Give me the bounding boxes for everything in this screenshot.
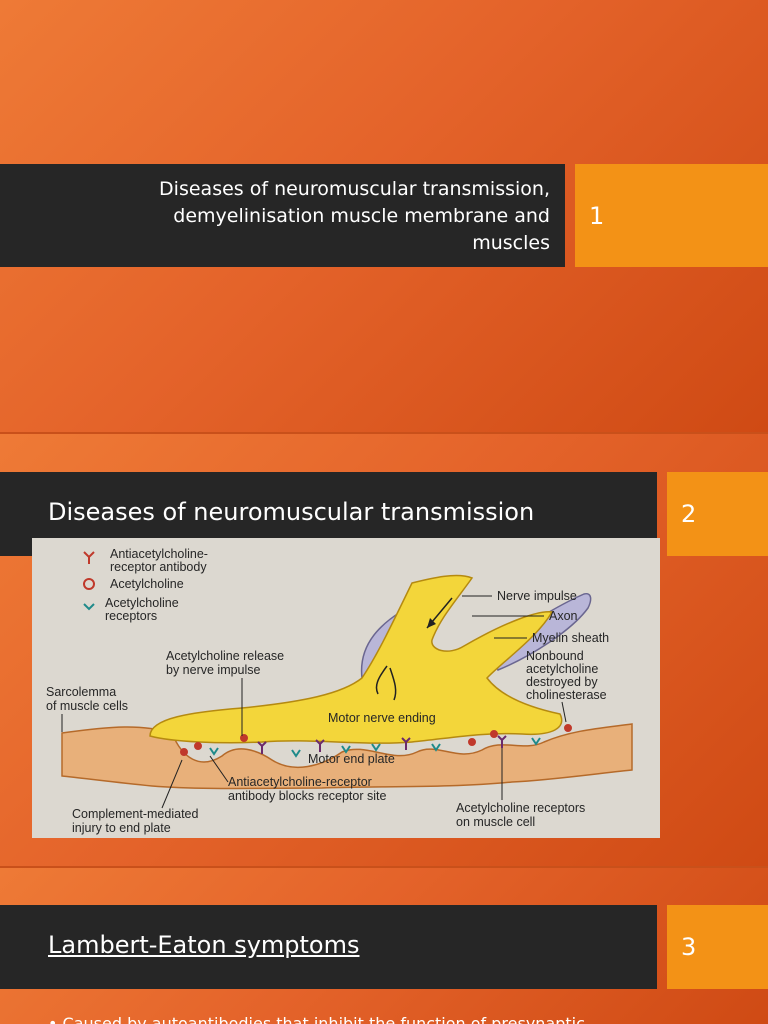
label-antibody-blocks-line-1: Antiacetylcholine-receptor xyxy=(228,775,372,789)
label-nerve-impulse: Nerve impulse xyxy=(497,589,577,603)
legend-receptor-line-2: receptors xyxy=(105,609,157,623)
slide-number: 2 xyxy=(667,472,768,556)
label-ach-receptors-line-1: Acetylcholine receptors xyxy=(456,801,585,815)
legend-acetylcholine: Acetylcholine xyxy=(110,577,184,591)
label-nonbound-line-1: Nonbound xyxy=(526,649,584,663)
label-myelin-sheath: Myelin sheath xyxy=(532,631,609,645)
label-motor-end-plate: Motor end plate xyxy=(308,752,395,766)
release-arrow-2 xyxy=(389,667,397,701)
label-sarcolemma-line-1: Sarcolemma xyxy=(46,685,116,699)
leader-antibody-blocks xyxy=(209,755,229,783)
label-release-line-1: Acetylcholine release xyxy=(166,649,284,663)
neuromuscular-junction-diagram: Antiacetylcholine- receptor antibody Ace… xyxy=(32,538,660,838)
slide-title-line-2: demyelinisation muscle membrane and xyxy=(173,205,550,227)
slide-title-line-3: muscles xyxy=(472,232,550,254)
release-arrow xyxy=(375,665,388,695)
label-motor-nerve-ending: Motor nerve ending xyxy=(328,711,436,725)
label-antibody-blocks-line-2: antibody blocks receptor site xyxy=(228,789,386,803)
label-complement-line-1: Complement-mediated xyxy=(72,807,198,821)
slide-title-line-1: Diseases of neuromuscular transmission, xyxy=(159,178,550,200)
legend-receptor-line-1: Acetylcholine xyxy=(105,596,179,610)
slide-title: Diseases of neuromuscular transmission xyxy=(48,498,535,526)
label-nonbound-line-3: destroyed by xyxy=(526,675,598,689)
label-axon: Axon xyxy=(549,609,578,623)
slide-number: 3 xyxy=(667,905,768,989)
slide-2-thumbnail[interactable]: Diseases of neuromuscular transmission 2 xyxy=(0,434,768,866)
slide-title: Diseases of neuromuscular transmission, … xyxy=(70,176,550,257)
bullet-text: • Caused by autoantibodies that inhibit … xyxy=(48,1014,585,1024)
leader-nonbound xyxy=(561,701,567,723)
antibody-marks xyxy=(257,735,507,754)
slide-number: 1 xyxy=(575,164,768,267)
legend-antibody-line-1: Antiacetylcholine- xyxy=(110,547,208,561)
impulse-arrow-head xyxy=(427,618,436,628)
title-bar: Diseases of neuromuscular transmission, … xyxy=(0,164,565,267)
receptor-marks xyxy=(209,737,541,758)
label-nonbound-line-2: acetylcholine xyxy=(526,662,598,676)
legend-antibody-icon xyxy=(83,551,95,564)
legend-antibody-line-2: receptor antibody xyxy=(110,560,207,574)
muscle-cell-shape xyxy=(61,723,633,790)
legend-receptor-icon xyxy=(83,603,95,611)
label-nonbound-line-4: cholinesterase xyxy=(526,688,607,702)
label-release-line-2: by nerve impulse xyxy=(166,663,261,677)
leader-complement xyxy=(161,759,183,809)
acetylcholine-marks xyxy=(180,724,572,756)
legend-acetylcholine-icon xyxy=(83,578,95,590)
slide-1-thumbnail[interactable]: Diseases of neuromuscular transmission, … xyxy=(0,0,768,432)
label-ach-receptors-line-2: on muscle cell xyxy=(456,815,535,829)
slide-3-thumbnail[interactable]: Lambert-Eaton symptoms 3 • Caused by aut… xyxy=(0,868,768,1024)
label-sarcolemma-line-2: of muscle cells xyxy=(46,699,128,713)
title-bar: Lambert-Eaton symptoms xyxy=(0,905,657,989)
slide-title: Lambert-Eaton symptoms xyxy=(48,931,360,959)
label-complement-line-2: injury to end plate xyxy=(72,821,171,835)
